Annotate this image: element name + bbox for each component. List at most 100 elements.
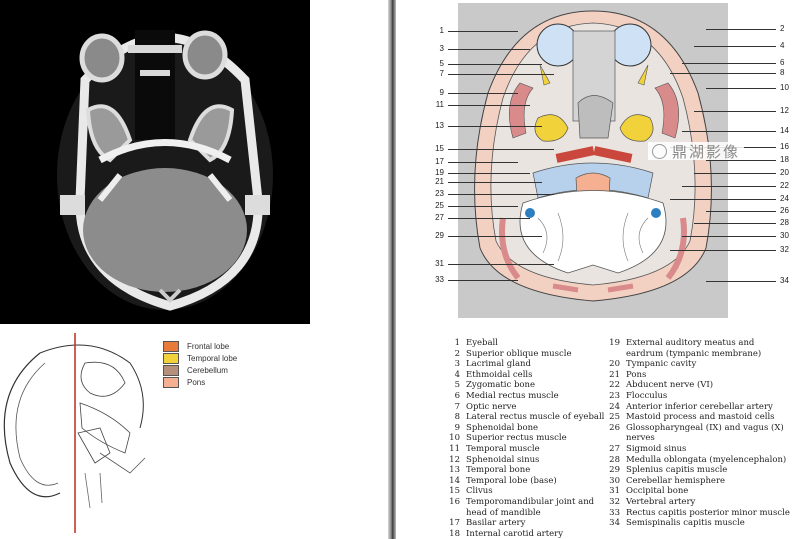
- label-number: 26: [780, 206, 789, 215]
- leader-line: [670, 199, 776, 200]
- structure-number: 8: [454, 412, 460, 423]
- legend: Frontal lobe Temporal lobe Cerebellum Po…: [163, 341, 237, 389]
- structure-item: 20 Tympanic cavity: [604, 359, 696, 370]
- structure-number: 1: [454, 338, 460, 348]
- structure-name: Temporal bone: [466, 465, 531, 476]
- label-number: 20: [780, 168, 789, 177]
- label-number: 6: [780, 58, 785, 67]
- label-number: 14: [780, 126, 789, 135]
- leader-line: [706, 88, 776, 89]
- leader-line: [448, 126, 542, 127]
- leader-line: [706, 211, 776, 212]
- structure-number: 10: [449, 433, 460, 444]
- structure-name: Occipital bone: [626, 486, 689, 497]
- structure-number: 27: [609, 444, 620, 454]
- structure-number: 18: [449, 528, 460, 539]
- leader-line: [448, 280, 518, 281]
- leader-line: [448, 49, 530, 50]
- structure-item: 18 Internal carotid artery: [444, 529, 563, 539]
- structure-number: 4: [454, 369, 460, 380]
- legend-item: Frontal lobe: [163, 341, 237, 353]
- label-number: 34: [780, 276, 789, 285]
- legend-swatch: [163, 341, 179, 353]
- label-number: 3: [439, 44, 444, 53]
- structure-name: Superior oblique muscle: [466, 348, 572, 359]
- structure-number: 30: [609, 475, 620, 486]
- structure-number: 24: [609, 401, 620, 412]
- label-number: 28: [780, 218, 789, 227]
- structure-number: 32: [609, 497, 620, 507]
- label-number: 2: [780, 24, 785, 33]
- label-number: 32: [780, 245, 789, 254]
- structure-number: 22: [609, 380, 620, 391]
- leader-line: [448, 64, 542, 65]
- structure-number: 25: [609, 412, 620, 423]
- label-number: 10: [780, 83, 789, 92]
- leader-line: [694, 173, 776, 174]
- structure-name: Tympanic cavity: [626, 359, 697, 370]
- leader-line: [694, 111, 776, 112]
- structure-name: Medulla oblongata (myelencephalon): [626, 454, 787, 465]
- structure-item: 27 Sigmoid sinus: [604, 444, 686, 455]
- leader-line: [694, 46, 776, 47]
- label-number: 4: [780, 41, 785, 50]
- structure-number: 7: [454, 401, 460, 412]
- scout-sagittal-sketch: [3, 333, 146, 533]
- structure-name: Zygomatic bone: [466, 380, 536, 391]
- structure-number: 20: [609, 359, 620, 370]
- structure-name: Mastoid process and mastoid cells: [626, 412, 775, 423]
- structure-number: 26: [609, 422, 620, 433]
- label-number: 8: [780, 68, 785, 77]
- leader-line: [448, 93, 518, 94]
- structure-name: Medial rectus muscle: [466, 391, 559, 401]
- label-number: 22: [780, 181, 789, 190]
- label-number: 1: [439, 26, 444, 35]
- leader-line: [448, 31, 518, 32]
- leader-line: [448, 264, 554, 265]
- structure-item: 6 Medial rectus muscle: [444, 391, 559, 402]
- structure-item: 25 Mastoid process and mastoid cells: [604, 412, 775, 423]
- legend-label: Pons: [187, 378, 206, 388]
- watermark-text: 鼎湖影像: [672, 142, 741, 161]
- watermark: 鼎湖影像: [648, 142, 745, 161]
- legend-label: Cerebellum: [187, 366, 228, 376]
- structure-name: Internal carotid artery: [466, 528, 564, 539]
- leader-line: [448, 105, 530, 106]
- legend-item: Temporal lobe: [163, 353, 237, 365]
- structure-name: Rectus capitis posterior minor muscle: [626, 507, 790, 518]
- label-number: 33: [435, 275, 444, 284]
- leader-line: [706, 281, 776, 282]
- leader-line: [706, 160, 776, 161]
- structure-item: 29 Splenius capitis muscle: [604, 465, 727, 476]
- structure-number: 34: [609, 518, 620, 529]
- structure-name: Pons: [626, 369, 647, 380]
- legend-swatch: [163, 353, 179, 365]
- leader-line: [682, 131, 776, 132]
- structure-name: Splenius capitis muscle: [626, 465, 728, 476]
- structure-name: Sigmoid sinus: [626, 444, 687, 454]
- leader-line: [706, 29, 776, 30]
- structure-number: 11: [449, 444, 460, 454]
- label-number: 17: [435, 157, 444, 166]
- structure-number: 28: [609, 454, 620, 465]
- label-number: 5: [439, 59, 444, 68]
- label-number: 11: [435, 100, 444, 109]
- structure-number: 15: [449, 486, 460, 497]
- label-number: 12: [780, 106, 789, 115]
- structure-number: 19: [609, 338, 620, 348]
- structure-name: Optic nerve: [466, 401, 517, 412]
- structure-number: 29: [609, 465, 620, 476]
- structure-name: External auditory meatus and: [626, 338, 755, 348]
- structure-number: 6: [454, 391, 460, 401]
